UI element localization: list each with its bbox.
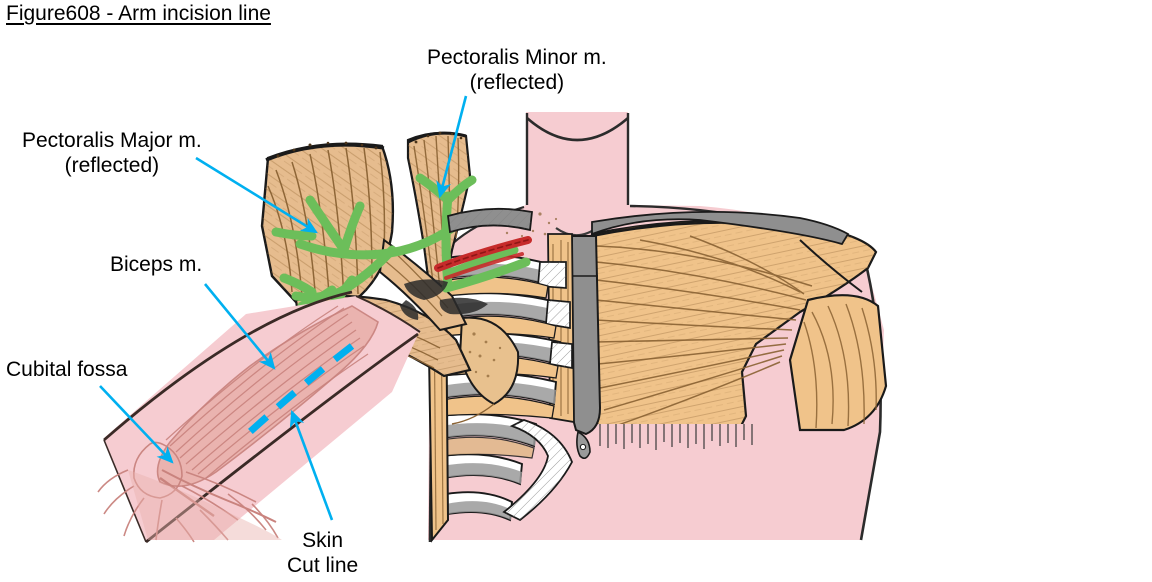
label-pectoralis-major-line1: Pectoralis Major m.: [22, 129, 202, 152]
label-pectoralis-major-line2: (reflected): [64, 154, 160, 177]
arm-outline-upper: [103, 290, 353, 442]
torso-lower-skin: [432, 430, 862, 540]
pec-minor-cut-stipple: [414, 131, 463, 144]
leader-pectoralis-minor: [436, 95, 468, 199]
deltoid-right-fibers: [803, 303, 877, 429]
label-pectoralis-major: Pectoralis Major m. (reflected): [22, 128, 202, 178]
upper-limb: [97, 290, 421, 544]
sternum-group: [547, 233, 602, 460]
leader-biceps: [203, 283, 276, 370]
costal-cartilages: [502, 261, 573, 522]
pec-minor-texture: [408, 132, 470, 292]
nerve-axilla-lower: [441, 257, 531, 293]
nerve-to-axilla: [443, 245, 519, 279]
rectus-sheath-digitations: [592, 424, 760, 450]
thoracoacromial-artery: [434, 236, 532, 280]
cubital-fossa-structures: [97, 441, 279, 543]
axillary-fascia-shadow: [400, 279, 488, 320]
arm-torso-junction: [355, 295, 421, 333]
pec-minor-cut-edge: [407, 131, 467, 144]
leader-skin-cut-line: [289, 409, 334, 521]
pec-major-right-fibers: [595, 235, 813, 429]
nerve-branch-lower-3: [279, 273, 317, 297]
nerve-branch-upper2: [339, 201, 365, 255]
label-cubital-fossa-line1: Cubital fossa: [6, 358, 128, 381]
serratus-anterior-slip: [451, 316, 520, 425]
label-pectoralis-minor: Pectoralis Minor m. (reflected): [427, 45, 607, 95]
sternum-body: [568, 235, 602, 436]
page-title: Figure608 - Arm incision line: [6, 2, 271, 25]
label-biceps-line1: Biceps m.: [110, 253, 203, 276]
label-skin-cut-line-line2: Cut line: [287, 554, 359, 577]
leader-pectoralis-major: [195, 156, 318, 234]
clavicle-left-cut: [447, 207, 533, 234]
label-pectoralis-minor-line2: (reflected): [469, 71, 565, 94]
label-pectoralis-minor-line1: Pectoralis Minor m.: [427, 46, 607, 69]
label-skin-cut-line: Skin Cut line: [287, 528, 358, 578]
label-biceps: Biceps m.: [110, 252, 202, 277]
pectoralis-minor-reflected: [406, 131, 472, 294]
forearm-muscle-wash: [128, 470, 282, 540]
leader-lines: [99, 95, 468, 521]
deltopectoral-groove: [799, 239, 863, 293]
pectoralis-major-intact: [590, 211, 888, 450]
xiphoid-foramen: [579, 443, 587, 451]
biceps-tendon: [159, 477, 215, 517]
leader-cubital-fossa: [99, 385, 174, 464]
pec-major-cut-stipple: [276, 141, 378, 158]
skin-incision-dashed-line: [238, 343, 355, 443]
label-skin-cut-line-line1: Skin: [302, 529, 344, 552]
nerve-branch-to-arrow: [271, 227, 317, 241]
label-cubital-fossa: Cubital fossa: [6, 357, 127, 382]
pec-major-right-texture: [592, 220, 876, 432]
neck-skin: [526, 112, 628, 232]
clavicle-right: [591, 211, 850, 246]
rib-8: [444, 491, 514, 522]
arm-outline-lower: [145, 332, 419, 544]
deltoid-right: [788, 294, 888, 432]
jaw-line: [526, 117, 629, 142]
